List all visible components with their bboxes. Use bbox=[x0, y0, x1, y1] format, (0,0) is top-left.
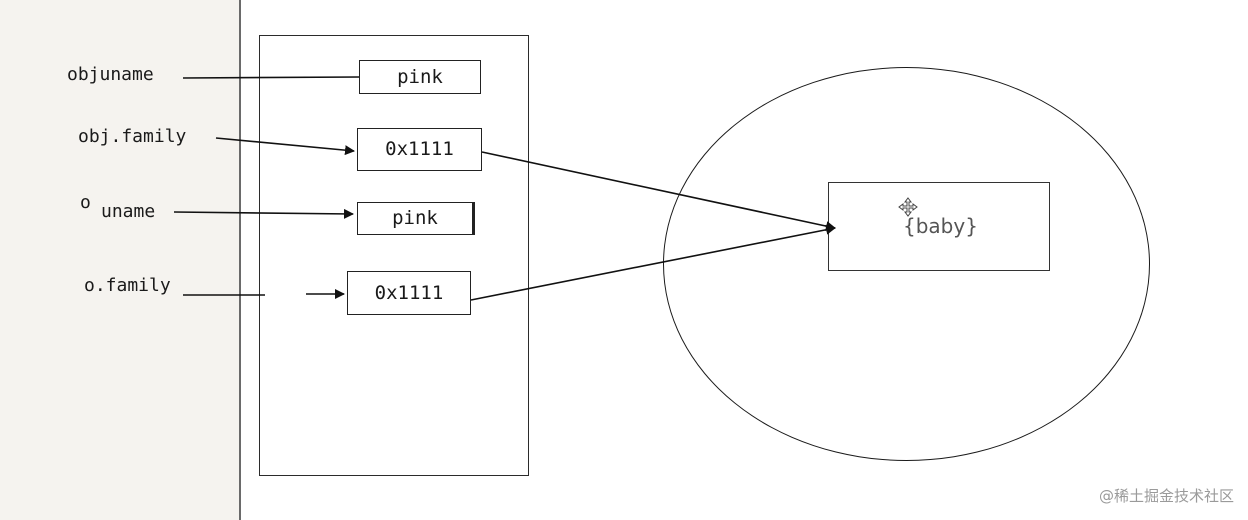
label-obj-uname: objuname bbox=[67, 64, 154, 85]
pointer-arrow-obj-family bbox=[481, 151, 836, 231]
cell-o-uname-value: pink bbox=[357, 202, 475, 235]
stack-memory-box bbox=[259, 35, 529, 476]
label-o-uname: uname bbox=[101, 201, 156, 222]
obj-family-link-arrow bbox=[215, 137, 355, 156]
label-o-family: o.family bbox=[84, 275, 171, 296]
cell-obj-family-value: 0x1111 bbox=[357, 128, 482, 171]
watermark: @稀土掘金技术社区 bbox=[1098, 487, 1234, 505]
label-o: o bbox=[80, 192, 91, 213]
pointer-arrow-o-family bbox=[470, 224, 836, 301]
heap-memory-ellipse bbox=[663, 67, 1150, 461]
o-uname-link-arrow bbox=[173, 208, 354, 219]
cell-o-family-value: 0x1111 bbox=[347, 271, 471, 315]
baby-object-label: {baby} bbox=[903, 214, 978, 238]
move-cursor-icon bbox=[898, 197, 918, 217]
cell-obj-uname-value: pink bbox=[359, 60, 481, 94]
variable-panel bbox=[0, 0, 241, 520]
objuname-link-line bbox=[182, 76, 361, 79]
label-obj-family: obj.family bbox=[78, 126, 187, 147]
